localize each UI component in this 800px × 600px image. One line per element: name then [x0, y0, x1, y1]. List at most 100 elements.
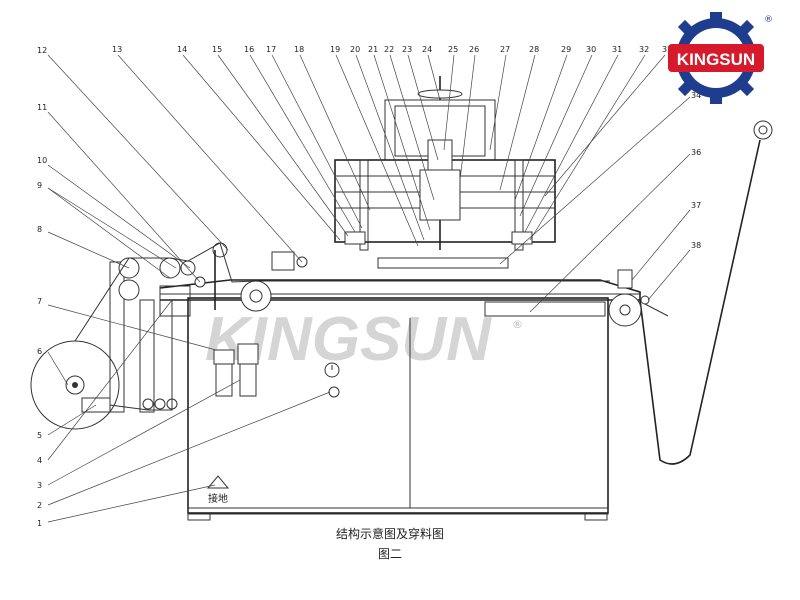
callout-34: 34	[691, 91, 701, 100]
cabinet-foot-right	[584, 513, 608, 521]
gear-tooth-bl	[677, 81, 693, 97]
callout-33: 33	[662, 45, 672, 54]
leader-29	[514, 54, 568, 201]
callout-31: 31	[612, 45, 622, 54]
callout-3: 3	[37, 481, 42, 490]
rewind-bolt	[644, 303, 669, 317]
gear-tooth-br	[739, 81, 755, 97]
web-path-loop	[109, 300, 173, 411]
clamp-left	[344, 231, 366, 245]
leader-14	[182, 54, 341, 241]
callout-numbers: 12 11 10 9 8 7 6 5 4 3 2 1 13 14 15 16 1…	[37, 45, 701, 528]
leader-2	[47, 391, 331, 506]
callout-27: 27	[500, 45, 510, 54]
head-lower-bar	[377, 257, 509, 269]
callout-12: 12	[37, 46, 47, 55]
heater-block	[419, 169, 461, 221]
figure-caption: 结构示意图及穿料图 图二	[336, 526, 444, 561]
leader-23	[407, 54, 439, 161]
leader-16	[249, 54, 356, 233]
clamp-right	[511, 231, 533, 245]
callout-5: 5	[37, 431, 42, 440]
leader-31	[524, 54, 619, 233]
leader-4	[47, 299, 173, 461]
callout-9: 9	[37, 181, 42, 190]
callout-19: 19	[330, 45, 340, 54]
regulator-head-2	[237, 343, 259, 365]
side-bracket	[271, 251, 295, 271]
leader-22	[389, 54, 435, 201]
callout-2: 2	[37, 501, 42, 510]
callout-29: 29	[561, 45, 571, 54]
left-arm-block	[159, 285, 191, 317]
watermark-registered-mark: ®	[512, 318, 523, 331]
callout-11: 11	[37, 103, 47, 112]
leader-37	[631, 209, 691, 281]
leader-33	[544, 54, 666, 197]
leader-36	[529, 153, 691, 313]
front-controls: 接地	[206, 343, 340, 505]
ground-label: 接地	[208, 492, 228, 505]
leader-5	[47, 404, 97, 436]
callout-30: 30	[586, 45, 596, 54]
tabletop	[159, 279, 641, 301]
callout-14: 14	[177, 45, 187, 54]
roll-shaft	[72, 382, 78, 388]
filter-bowl-1	[215, 363, 233, 397]
material-path	[74, 120, 773, 465]
leader-38	[647, 249, 691, 301]
web-path-exit	[639, 139, 761, 465]
kingsun-logo: KINGSUN ®	[668, 12, 773, 104]
leader-11	[47, 111, 201, 283]
cylinder	[427, 139, 453, 171]
lower-roller-1	[142, 398, 154, 410]
leader-25	[443, 54, 455, 151]
leader-10	[47, 164, 191, 269]
callout-1: 1	[37, 519, 42, 528]
callout-15: 15	[212, 45, 222, 54]
material-slot	[484, 301, 606, 317]
stand-post-rear	[139, 299, 155, 413]
caption-subtitle: 图二	[378, 547, 402, 561]
callout-4: 4	[37, 456, 42, 465]
callout-17: 17	[266, 45, 276, 54]
callout-20: 20	[350, 45, 360, 54]
leader-12	[47, 54, 229, 251]
leader-lines	[47, 54, 691, 523]
gear-tooth-bottom	[710, 94, 722, 104]
leader-17	[271, 54, 363, 229]
leader-9a	[47, 187, 177, 269]
leader-30	[519, 54, 593, 217]
leader-15	[217, 54, 349, 237]
leader-32	[529, 54, 646, 241]
callout-13: 13	[112, 45, 122, 54]
callout-37: 37	[691, 201, 701, 210]
exit-top-roller	[753, 120, 773, 140]
leader-18	[299, 54, 371, 211]
leader-19	[335, 54, 419, 247]
exit-top-roller-hub	[758, 125, 768, 135]
leader-9b	[47, 187, 171, 279]
callout-21: 21	[368, 45, 378, 54]
regulator-head-1	[213, 349, 235, 365]
rewind-roller	[608, 293, 642, 327]
leader-8	[47, 231, 130, 269]
callout-10: 10	[37, 156, 47, 165]
column-right	[514, 159, 524, 251]
callout-26: 26	[469, 45, 479, 54]
callout-23: 23	[402, 45, 412, 54]
leader-6	[47, 351, 69, 386]
logo-registered-mark: ®	[764, 15, 773, 25]
cabinet-base-strip	[187, 507, 609, 515]
callout-8: 8	[37, 225, 42, 234]
rewind-pin	[640, 295, 650, 305]
ground-icon	[206, 475, 230, 489]
leader-24	[427, 54, 441, 101]
leader-13	[117, 54, 303, 263]
cutting-head	[271, 76, 556, 271]
logo-banner	[668, 44, 764, 72]
cabinet-foot-left	[187, 513, 211, 521]
leader-27	[489, 54, 507, 151]
guide-roller-2	[118, 279, 140, 301]
